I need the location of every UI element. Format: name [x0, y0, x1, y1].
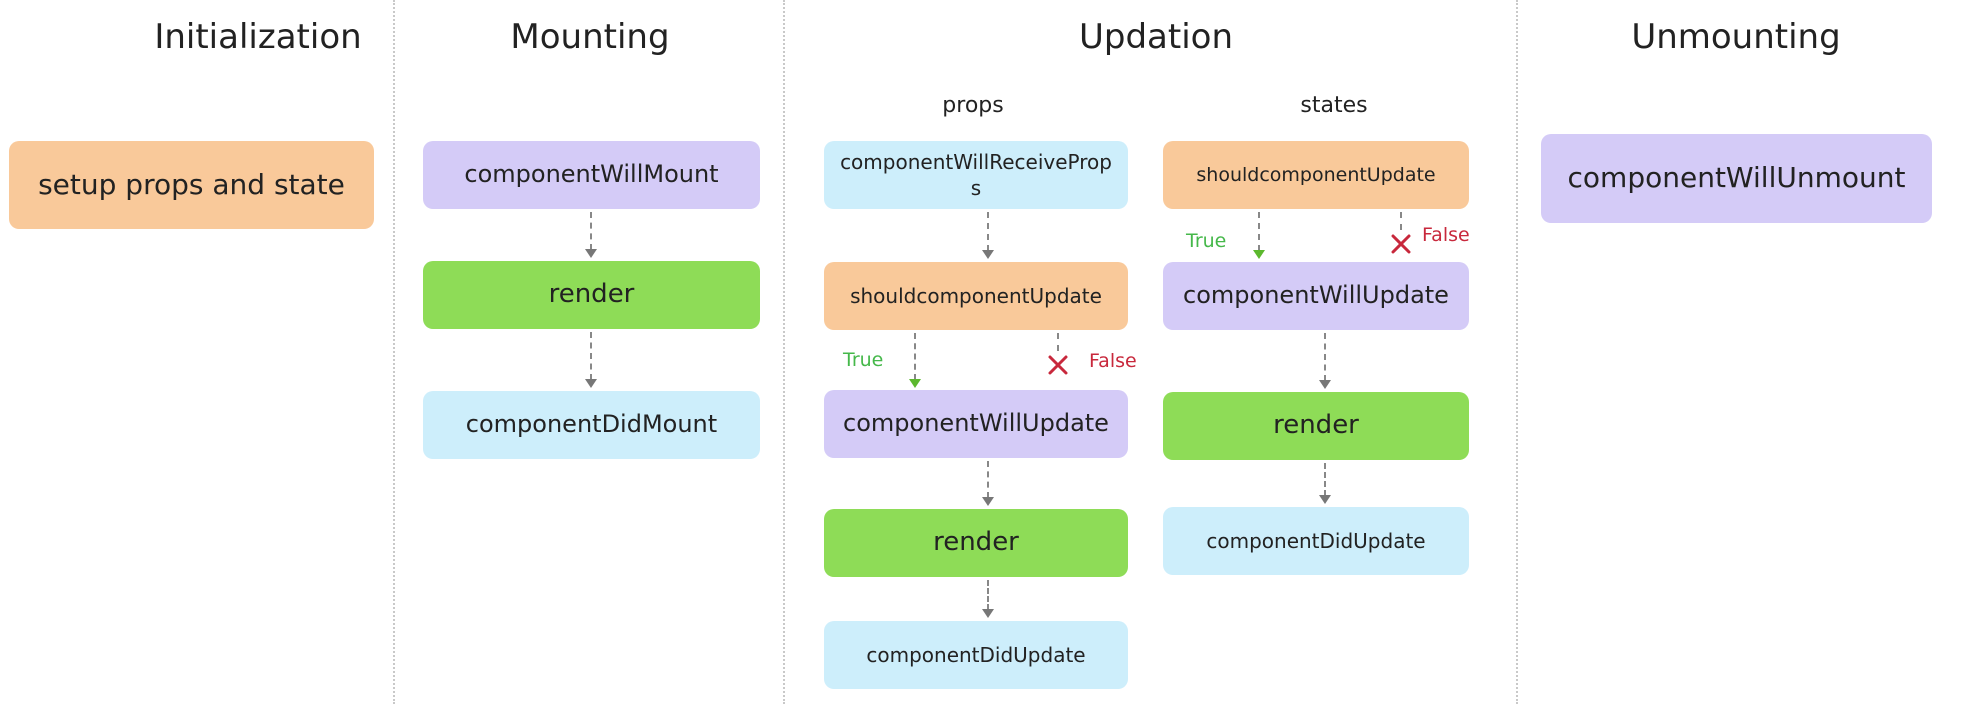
updation-states-label: states: [1300, 93, 1368, 118]
states-false-x-icon: [1391, 234, 1411, 254]
props-will-receive-props-text: componentWillReceiveProps: [840, 150, 1112, 200]
setup-props-state-box: setup props and state: [9, 141, 374, 229]
states-render-box: render: [1163, 392, 1469, 460]
props-will-update-box: componentWillUpdate: [824, 390, 1128, 458]
heading-initialization: Initialization: [154, 17, 362, 57]
props-arrow-2: [978, 461, 998, 506]
divider-init-mounting: [393, 0, 395, 704]
props-false-label: False: [1089, 350, 1137, 372]
props-did-update-box: componentDidUpdate: [824, 621, 1128, 689]
mounting-render-box: render: [423, 261, 760, 329]
updation-props-label: props: [942, 93, 1004, 118]
props-false-stub: [1048, 333, 1068, 351]
states-true-label: True: [1186, 230, 1227, 252]
divider-updation-unmounting: [1516, 0, 1518, 704]
heading-unmounting: Unmounting: [1631, 17, 1841, 57]
states-true-arrow: [1249, 212, 1269, 259]
props-arrow-3: [978, 580, 998, 618]
unmounting-will-unmount-box: componentWillUnmount: [1541, 134, 1932, 223]
states-false-stub: [1391, 212, 1411, 230]
states-arrow-2: [1315, 463, 1335, 504]
states-did-update-box: componentDidUpdate: [1163, 507, 1469, 575]
mounting-will-mount-box: componentWillMount: [423, 141, 760, 209]
props-will-receive-props-box: componentWillReceiveProps: [824, 141, 1128, 209]
states-will-update-box: componentWillUpdate: [1163, 262, 1469, 330]
mounting-arrow-1: [581, 212, 601, 258]
props-arrow-1: [978, 212, 998, 259]
props-true-arrow: [905, 333, 925, 388]
mounting-arrow-2: [581, 332, 601, 388]
props-true-label: True: [843, 349, 884, 371]
divider-mounting-updation: [783, 0, 785, 704]
states-arrow-1: [1315, 333, 1335, 389]
props-render-box: render: [824, 509, 1128, 577]
heading-updation: Updation: [1078, 17, 1234, 57]
states-false-label: False: [1422, 224, 1470, 246]
states-should-update-box: shouldcomponentUpdate: [1163, 141, 1469, 209]
props-should-update-box: shouldcomponentUpdate: [824, 262, 1128, 330]
props-false-x-icon: [1048, 355, 1068, 375]
mounting-did-mount-box: componentDidMount: [423, 391, 760, 459]
heading-mounting: Mounting: [510, 17, 670, 57]
